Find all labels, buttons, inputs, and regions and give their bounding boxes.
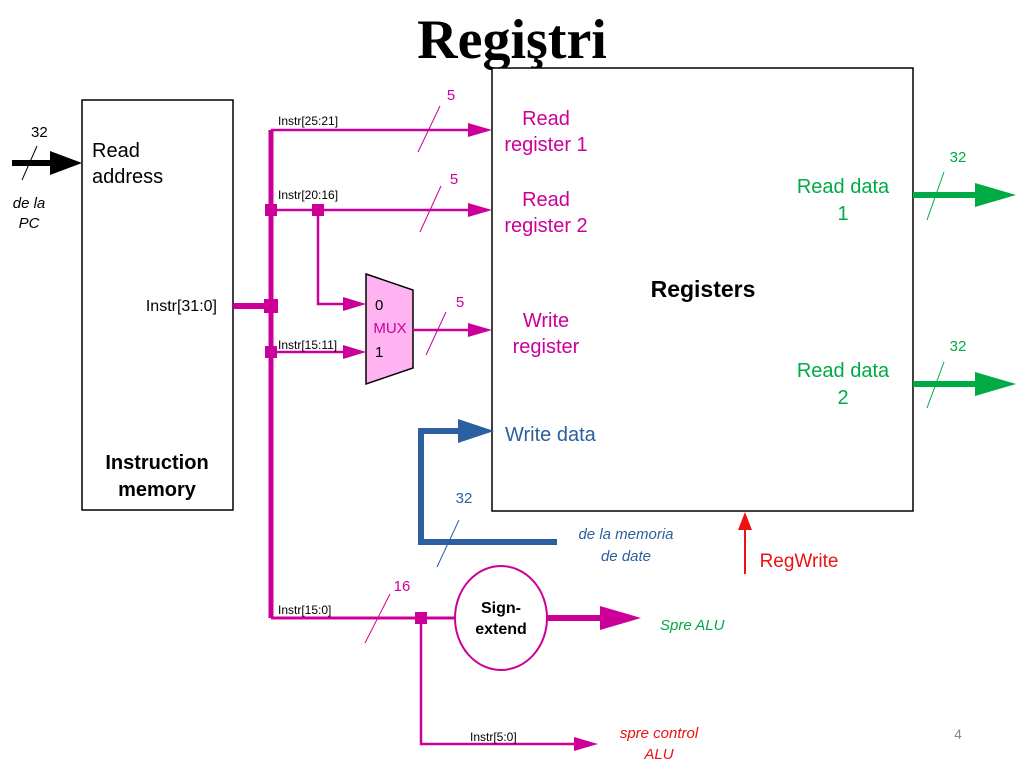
pc-width-slash (21, 145, 38, 181)
mux-input-0-arrowhead (343, 297, 366, 311)
mux-input-0-label: 0 (375, 297, 383, 314)
rr1-width-label: 5 (447, 87, 455, 104)
alu-control-label-line2: ALU (643, 746, 673, 763)
write-register-label-line1: Write (523, 310, 569, 332)
instr-5-0-arrowhead (574, 737, 598, 751)
regwrite-arrowhead (738, 512, 752, 530)
instr-15-0-label: Instr[15:0] (278, 603, 331, 617)
read-address-label-line2: address (92, 166, 163, 188)
registers-name: Registers (651, 276, 756, 302)
bus-junction-15-11 (265, 346, 277, 358)
write-data-width-label: 32 (456, 490, 473, 507)
pc-input-arrowhead (50, 151, 82, 175)
read-data-1-label-line1: Read data (797, 176, 890, 198)
instr-25-21-label: Instr[25:21] (278, 114, 338, 128)
wr-width-slash (425, 311, 447, 356)
alu-control-label-line1: spre control (620, 725, 699, 742)
mux-input-1-label: 1 (375, 344, 383, 361)
write-register-mux (365, 272, 414, 386)
read-data-2-width-slash (926, 361, 945, 409)
sign-extend-label-line1: Sign- (481, 600, 521, 617)
read-data-1-arrowhead (975, 183, 1016, 207)
to-alu-label: Spre ALU (660, 617, 725, 634)
write-data-arrowhead (458, 419, 494, 443)
rr1-width-slash (417, 105, 441, 153)
instr-5-0-wire (419, 618, 580, 746)
read-data-2-label-line2: 2 (837, 387, 848, 409)
read-data-2-arrowhead (975, 372, 1016, 396)
write-data-wire (418, 428, 557, 545)
read-data-1-label-line2: 1 (837, 203, 848, 225)
write-register-label-line2: register (513, 336, 580, 358)
instruction-memory-name-line1: Instruction (105, 452, 208, 474)
pc-width-label: 32 (31, 124, 48, 141)
instr-5-0-label: Instr[5:0] (470, 730, 517, 744)
pc-source-label-line2: PC (19, 215, 40, 232)
write-data-width-slash (436, 519, 460, 568)
page-number: 4 (954, 726, 962, 742)
instr-20-16-label: Instr[20:16] (278, 188, 338, 202)
instr-15-11-label: Instr[15:11] (278, 338, 337, 352)
regwrite-label: RegWrite (760, 551, 839, 572)
mux-input-1-arrowhead (343, 345, 366, 359)
wr-width-label: 5 (456, 294, 464, 311)
read-address-label-line1: Read (92, 140, 140, 162)
read-register-2-label-line2: register 2 (504, 215, 587, 237)
read-data-2-label-line1: Read data (797, 360, 890, 382)
rr2-width-label: 5 (450, 171, 458, 188)
sign-extend-label-line2: extend (475, 621, 527, 638)
registers-block (491, 67, 914, 512)
rr2-width-slash (419, 185, 442, 233)
read-register-2-label-line1: Read (522, 189, 570, 211)
write-data-label: Write data (505, 424, 597, 446)
instruction-memory-name-line2: memory (118, 479, 197, 501)
write-data-source-line1: de la memoria (578, 526, 673, 543)
bus-junction-main (264, 299, 278, 313)
read-register-1-label-line1: Read (522, 108, 570, 130)
instr-31-0-label: Instr[31:0] (146, 298, 217, 315)
read-data-2-width-label: 32 (950, 338, 967, 355)
read-register-1-label-line2: register 1 (504, 134, 587, 156)
write-data-source-line2: de date (601, 548, 651, 565)
mux-name-label: MUX (373, 320, 406, 337)
read-data-1-width-label: 32 (950, 149, 967, 166)
instr-20-16-arrowhead (468, 203, 492, 217)
mux-output-arrowhead (468, 323, 492, 337)
sign-extend-output-arrowhead (600, 606, 641, 630)
instr-25-21-arrowhead (468, 123, 492, 137)
read-data-1-width-slash (926, 171, 945, 221)
instruction-memory-block (81, 99, 234, 511)
mux-input-0-wire (316, 210, 350, 306)
bus-junction-20-16 (265, 204, 277, 216)
pc-source-label-line1: de la (13, 195, 46, 212)
sign-extend-unit (454, 565, 548, 671)
page-title: Regiştri (417, 9, 607, 71)
imm-width-label: 16 (394, 578, 411, 595)
imm-width-slash (364, 593, 391, 644)
